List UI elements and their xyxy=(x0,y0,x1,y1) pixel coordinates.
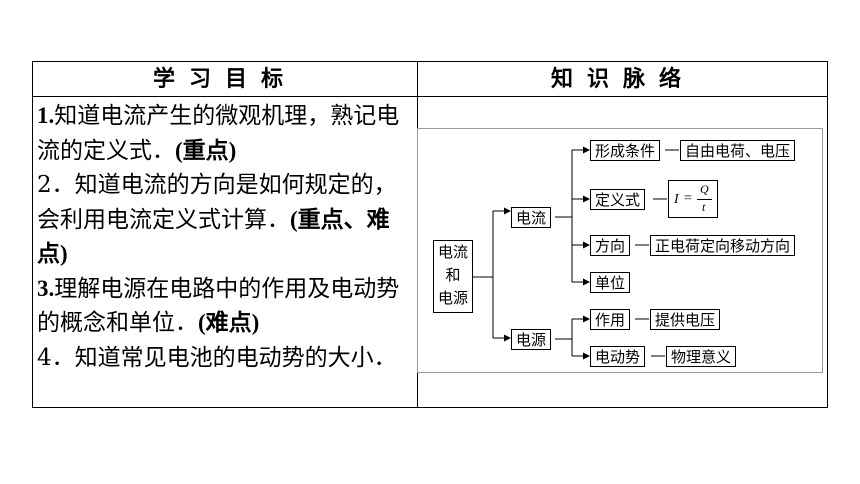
emf-detail: 物理意义 xyxy=(666,346,737,367)
definition-formula: I = Q t xyxy=(668,180,718,218)
knowledge-table: 学习目标 知识脉络 1.知道电流产生的微观机理，熟记电流的定义式．(重点) 2．… xyxy=(32,61,828,408)
direction-detail: 正电荷定向移动方向 xyxy=(650,235,796,256)
goal-item: 4．知道常见电池的电动势的大小． xyxy=(37,344,397,371)
direction-node: 方向 xyxy=(590,235,631,256)
connector-lines xyxy=(417,128,823,373)
formation-condition-node: 形成条件 xyxy=(590,140,661,161)
knowledge-map-diagram: 电流和电源 电流 电源 形成条件 自由电荷、电压 定义式 I = Q t 方向 … xyxy=(417,128,823,373)
emf-node: 电动势 xyxy=(590,346,646,367)
function-detail: 提供电压 xyxy=(650,309,721,330)
learning-goals-list: 1.知道电流产生的微观机理，熟记电流的定义式．(重点) 2．知道电流的方向是如何… xyxy=(37,99,413,375)
header-learning-goals: 学习目标 xyxy=(152,66,297,92)
formation-condition-detail: 自由电荷、电压 xyxy=(680,140,796,161)
source-node: 电源 xyxy=(511,329,552,350)
unit-node: 单位 xyxy=(590,272,631,293)
definition-node: 定义式 xyxy=(590,189,646,210)
header-knowledge-map: 知识脉络 xyxy=(550,66,695,92)
function-node: 作用 xyxy=(590,309,631,330)
header-divider xyxy=(33,96,827,97)
goal-item: 1.知道电流产生的微观机理，熟记电流的定义式．(重点) xyxy=(37,103,400,164)
goal-item: 3.理解电源在电路中的作用及电动势的概念和单位．(难点) xyxy=(37,275,400,337)
fraction-bar xyxy=(697,199,712,200)
goal-item: 2．知道电流的方向是如何规定的，会利用电流定义式计算．(重点、难点) xyxy=(37,172,397,266)
current-node: 电流 xyxy=(511,207,552,228)
root-node: 电流和电源 xyxy=(433,240,473,313)
